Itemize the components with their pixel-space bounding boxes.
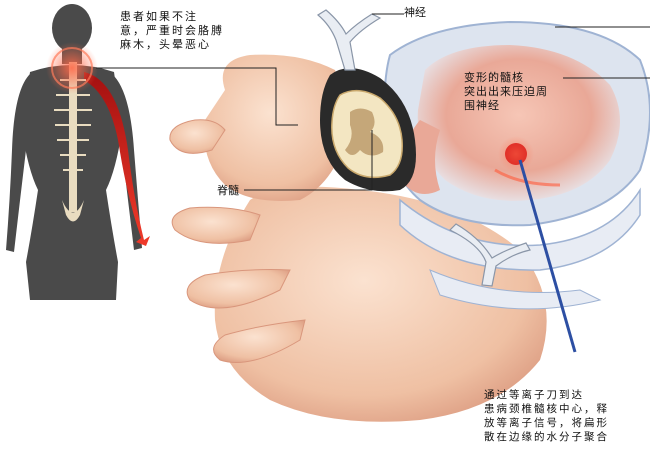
- pain-arm-streak: [84, 72, 150, 246]
- treatment-description-label: 通过等离子刀到达 患病颈椎髓核中心，释 放等离子信号，将扁形 散在边缘的水分子聚…: [484, 389, 609, 443]
- spinal-cord-label: 脊髓: [217, 184, 239, 197]
- nerve-root-bottom: [448, 223, 531, 287]
- neck-pain-glow: [46, 42, 98, 94]
- human-silhouette: [6, 4, 150, 300]
- plasma-probe: [518, 159, 577, 353]
- spine-column: [54, 62, 92, 222]
- leader-lines: [96, 13, 650, 191]
- deformed-nucleus-label: 变形的髓核 突出出来压迫周 围神经: [464, 71, 548, 112]
- patient-warning-label: 患者如果不注 意，严重时会胳膊 麻木，头晕恶心: [120, 10, 224, 51]
- nucleus-pulposus: [417, 45, 620, 201]
- nerve-label: 神经: [404, 6, 426, 19]
- nerve-root-top: [316, 9, 382, 71]
- vertebra-model: [169, 9, 650, 422]
